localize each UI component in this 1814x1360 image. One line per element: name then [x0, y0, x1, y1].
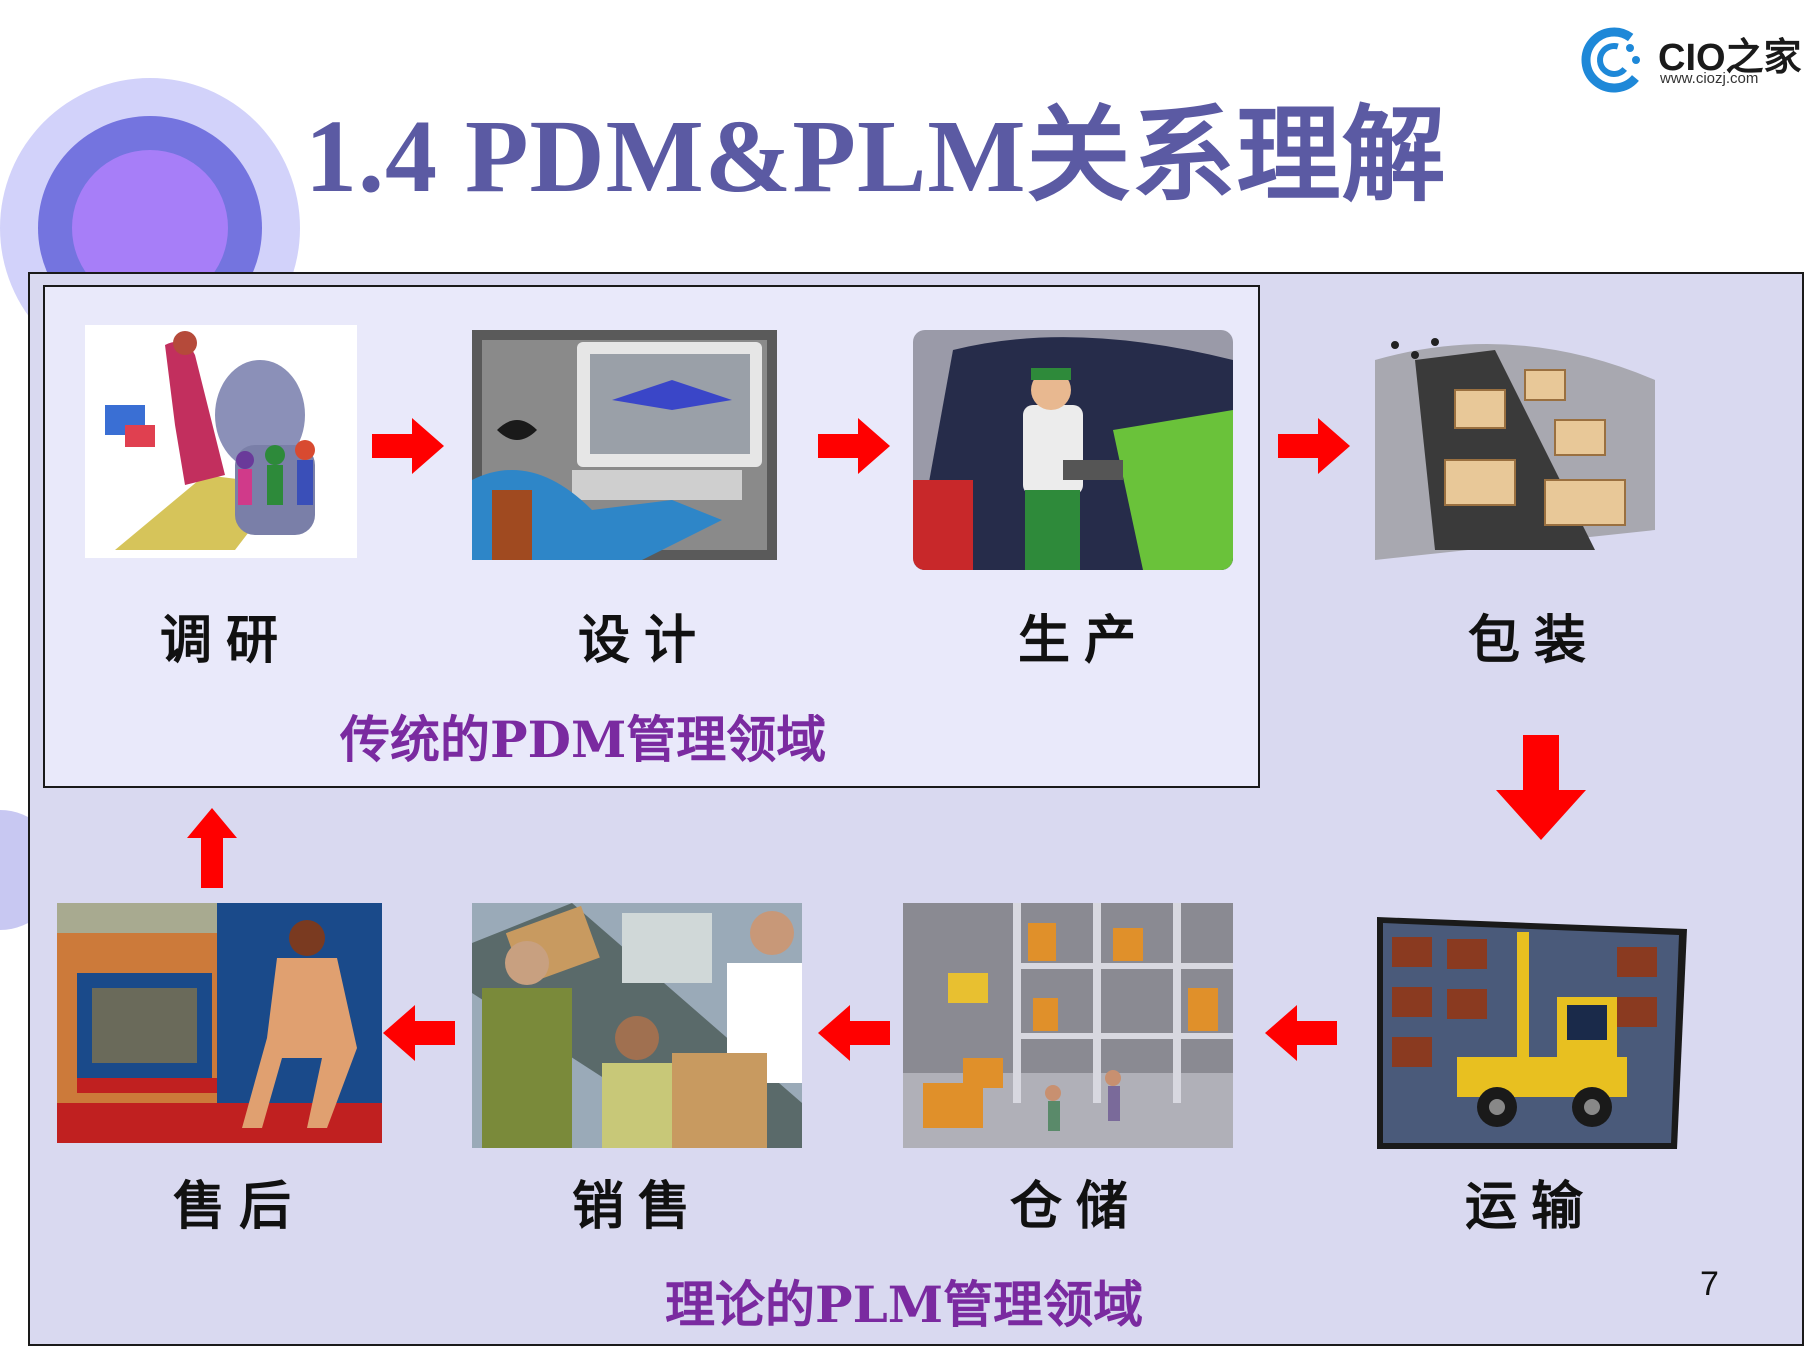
stage-label-sales: 销售 [572, 1176, 705, 1237]
pdm-domain-label: 传统的PDM管理领域 [340, 710, 827, 769]
stage-label-packaging: 包装 [1468, 610, 1601, 671]
warehouse-shelves-icon [903, 903, 1233, 1148]
arrow-left-icon [383, 1005, 455, 1061]
page-title: 1.4 PDM&PLM关系理解 [305, 99, 1447, 214]
stage-label-transport: 运输 [1465, 1176, 1598, 1237]
conveyor-boxes-icon [1355, 330, 1665, 560]
arrow-right-icon [818, 418, 890, 474]
stage-label-research: 调研 [160, 610, 293, 671]
stage-label-warehouse: 仓储 [1010, 1176, 1143, 1237]
researcher-microscope-icon [85, 325, 357, 558]
logo-name: CIO之家 [1658, 37, 1802, 79]
stage-label-design: 设计 [578, 610, 711, 671]
plm-domain-label: 理论的PLM管理领域 [665, 1275, 1144, 1334]
tv-repair-icon [57, 903, 382, 1143]
forklift-icon [1377, 917, 1687, 1149]
arrow-left-icon [1265, 1005, 1337, 1061]
arrow-down-icon [1496, 735, 1586, 840]
cad-computer-icon [472, 330, 777, 560]
logo-mark-icon [1581, 27, 1647, 93]
cashier-icon [472, 903, 802, 1148]
arrow-right-icon [372, 418, 444, 474]
arrow-up-icon [187, 808, 237, 888]
cio-logo: CIO之家 www.ciozj.com [1578, 22, 1808, 93]
logo-url: www.ciozj.com [1660, 70, 1759, 87]
arrow-right-icon [1278, 418, 1350, 474]
factory-worker-icon [913, 330, 1233, 570]
page-number: 7 [1700, 1265, 1719, 1303]
stage-label-after-sales: 售后 [173, 1176, 306, 1237]
stage-label-production: 生产 [1018, 610, 1151, 671]
arrow-left-icon [818, 1005, 890, 1061]
